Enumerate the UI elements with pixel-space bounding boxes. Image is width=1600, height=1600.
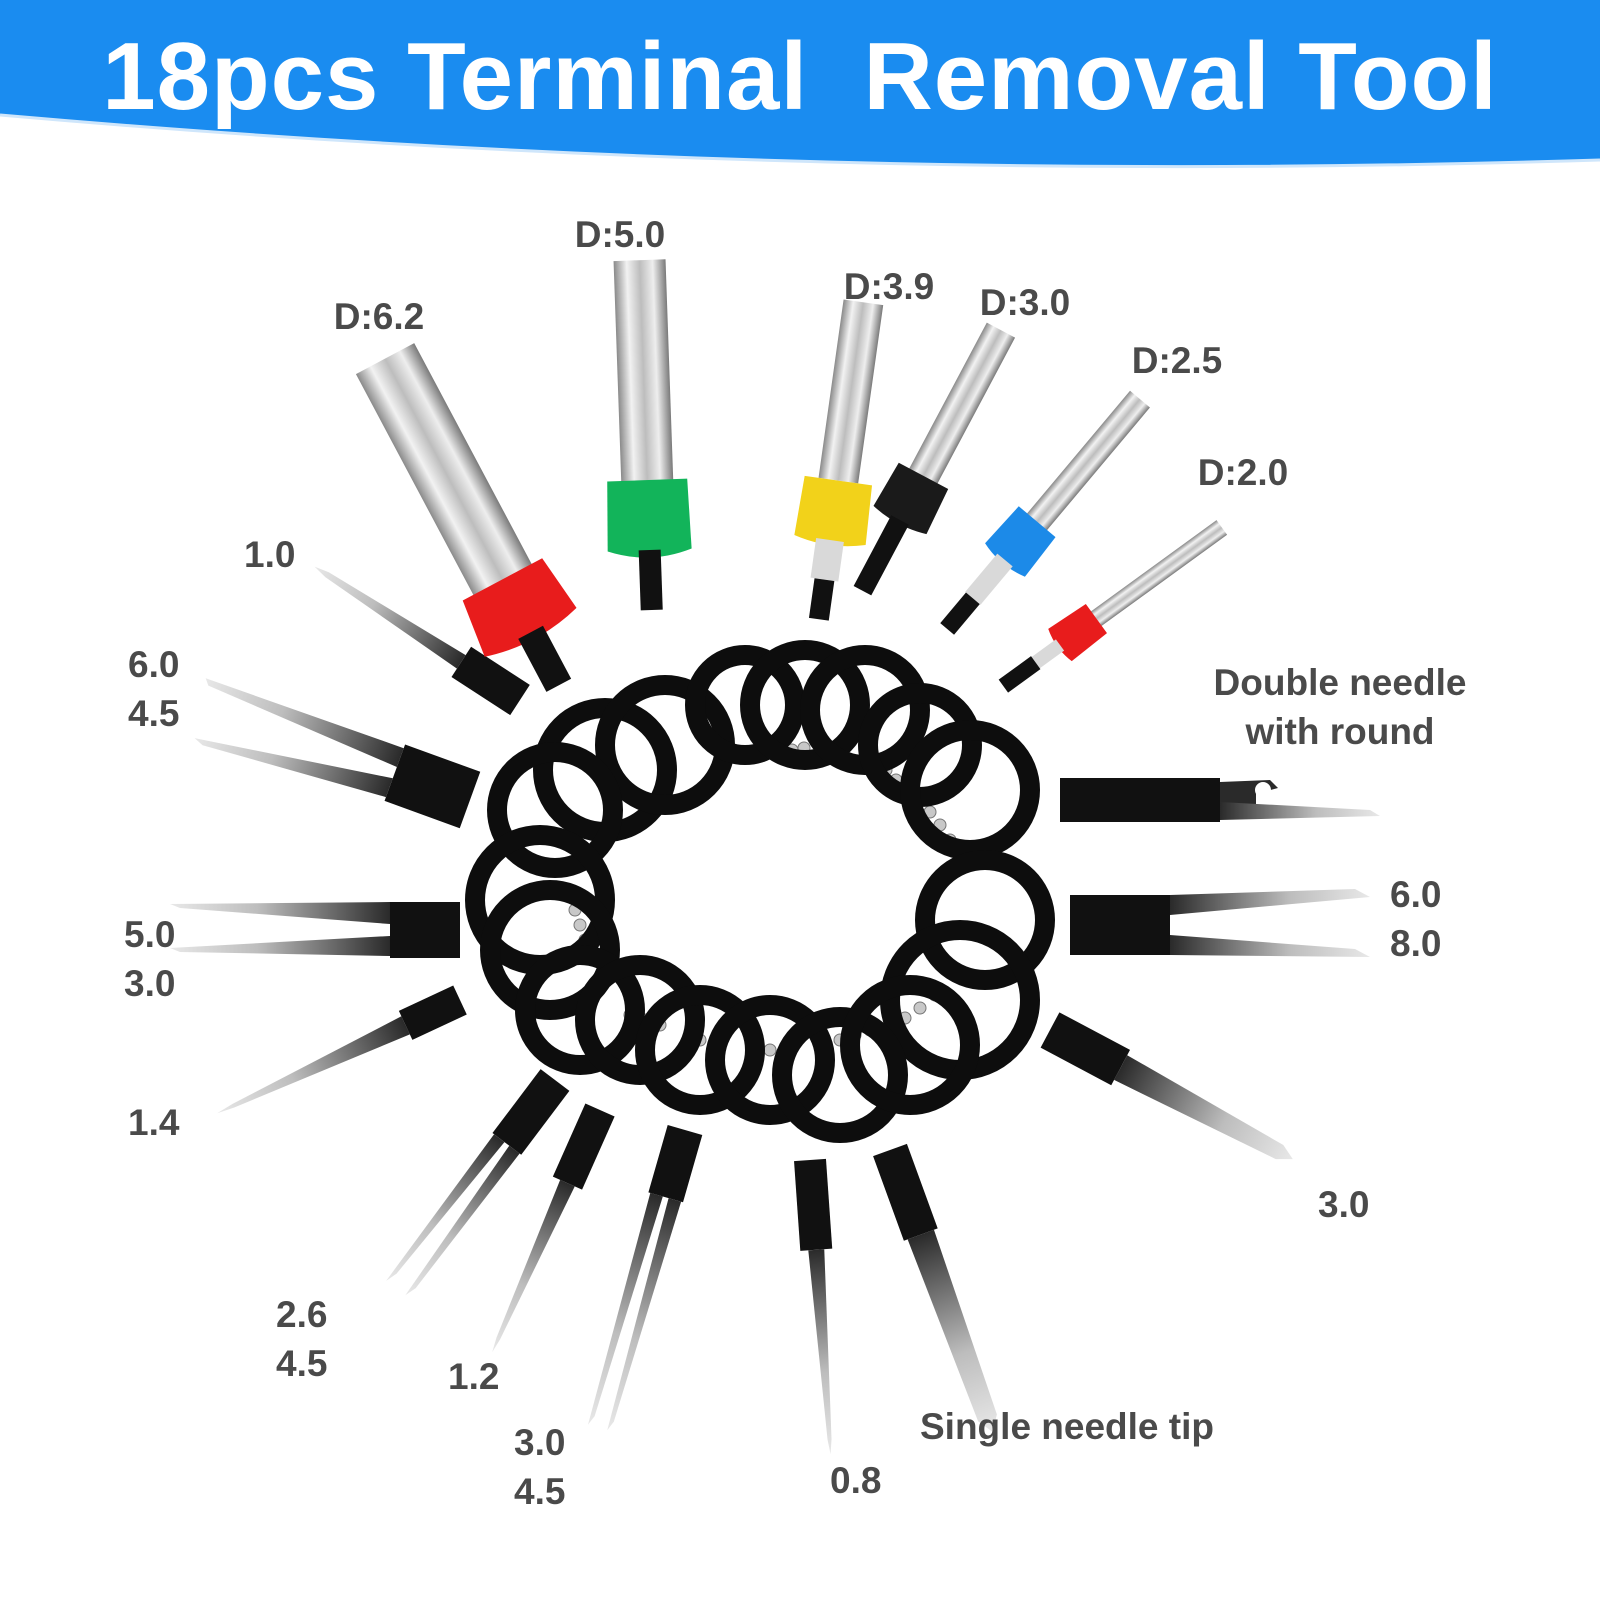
label-d3-0: D:3.0 bbox=[979, 282, 1071, 323]
label-pin-4-5-a: 4.5 bbox=[276, 1343, 328, 1384]
banner-background bbox=[0, 0, 1600, 169]
callout-double-needle-line2: with round bbox=[1245, 711, 1435, 752]
tube-tools bbox=[355, 259, 1228, 693]
label-d3-9: D:3.9 bbox=[843, 266, 935, 307]
tube-d2-5 bbox=[940, 390, 1150, 635]
label-pin-8-0-right: 8.0 bbox=[1390, 923, 1442, 964]
tube-d5-0 bbox=[607, 259, 692, 611]
label-pin-3-0-left: 3.0 bbox=[124, 963, 176, 1004]
label-pin-1-0: 1.0 bbox=[244, 534, 296, 575]
pin-2-6-4-5 bbox=[386, 1069, 570, 1296]
pin-5-0-3-0 bbox=[170, 902, 460, 958]
pin-single-needle bbox=[873, 1143, 997, 1432]
pin-3-0-4-5 bbox=[588, 1125, 703, 1431]
label-pin-5-0: 5.0 bbox=[124, 914, 176, 955]
page-title: 18pcs Terminal Removal Tool bbox=[102, 23, 1498, 130]
tube-d3-0 bbox=[853, 322, 1016, 596]
callout-double-needle-line1: Double needle bbox=[1213, 662, 1467, 703]
tube-d3-9 bbox=[794, 299, 884, 621]
label-pin-4-5: 4.5 bbox=[128, 693, 180, 734]
label-pin-1-2: 1.2 bbox=[448, 1356, 500, 1397]
pin-3-0-right bbox=[1040, 1012, 1293, 1160]
tube-d2-0 bbox=[998, 520, 1228, 693]
pin-double-needle bbox=[1060, 778, 1380, 822]
pin-1-0 bbox=[314, 566, 530, 716]
pin-1-2 bbox=[492, 1103, 615, 1353]
label-pin-6-0-right: 6.0 bbox=[1390, 874, 1442, 915]
pin-6-0-4-5 bbox=[194, 678, 481, 829]
label-pin-4-5-b: 4.5 bbox=[514, 1471, 566, 1512]
tube-d6-2 bbox=[355, 343, 577, 692]
label-d2-5: D:2.5 bbox=[1131, 340, 1223, 381]
label-pin-2-6: 2.6 bbox=[276, 1294, 328, 1335]
label-pin-3-0-bottom: 3.0 bbox=[514, 1422, 566, 1463]
label-d5-0: D:5.0 bbox=[574, 214, 666, 255]
pin-0-8 bbox=[794, 1158, 833, 1455]
label-pin-6-0: 6.0 bbox=[128, 644, 180, 685]
label-pin-0-8: 0.8 bbox=[830, 1460, 882, 1501]
label-d2-0: D:2.0 bbox=[1197, 452, 1289, 493]
label-d6-2: D:6.2 bbox=[333, 296, 425, 337]
pin-1-4 bbox=[217, 985, 467, 1114]
label-pin-3-0-right: 3.0 bbox=[1318, 1184, 1370, 1225]
pin-6-0-8-0 bbox=[1070, 889, 1370, 957]
callout-single-needle: Single needle tip bbox=[920, 1406, 1214, 1447]
label-pin-1-4: 1.4 bbox=[128, 1102, 180, 1143]
title-banner: 18pcs Terminal Removal Tool bbox=[0, 0, 1600, 185]
handle-rings bbox=[465, 640, 1055, 1143]
pin-tools bbox=[170, 566, 1380, 1455]
